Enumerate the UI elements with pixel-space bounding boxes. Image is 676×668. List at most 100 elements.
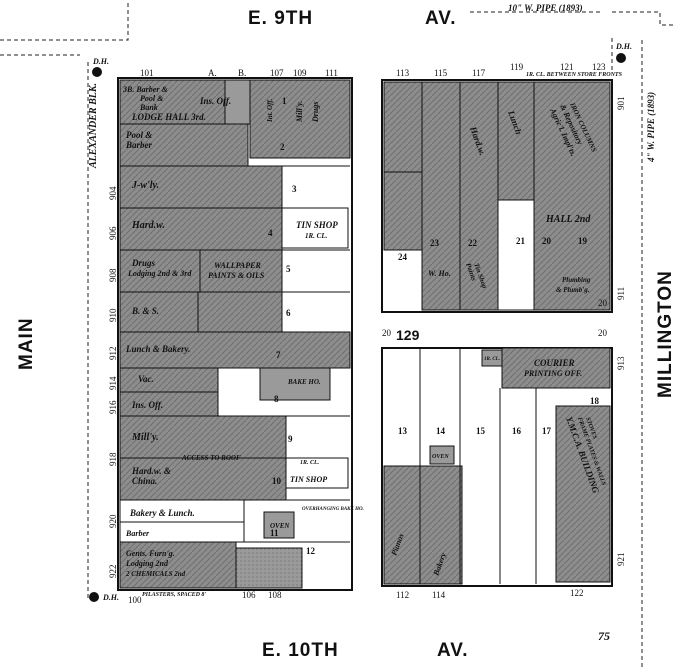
bldg-tinshop-2: 1R. CL.: [305, 232, 328, 240]
addr-107: 107: [270, 68, 284, 78]
lot-21: 21: [516, 236, 526, 246]
addr-a: A.: [208, 68, 217, 78]
addr-912: 912: [108, 347, 118, 361]
small-label-pilasters: PILASTERS, SPACED 8': [142, 592, 206, 598]
bldg-lunch: Lunch & Bakery.: [125, 344, 190, 354]
bldg-gents-3: 2 CHEMICALS 2nd: [125, 570, 186, 578]
lot-17: 17: [542, 426, 552, 436]
bldg-hardchina: Hard.w. &: [131, 466, 171, 476]
addr-901: 901: [616, 97, 626, 111]
lot-16: 16: [512, 426, 522, 436]
addr-114: 114: [432, 590, 446, 600]
lot-1: 1: [282, 96, 287, 106]
addr-115: 115: [434, 68, 448, 78]
bldg-r-oven: OVEN: [432, 454, 449, 460]
addr-921: 921: [616, 553, 626, 567]
bldg-milly: Mill'y.: [131, 432, 159, 443]
addr-117: 117: [472, 68, 486, 78]
lot-15: 15: [476, 426, 486, 436]
bldg-r-courier: COURIER: [534, 358, 575, 368]
right-block: 129 113 115 117 119 121 123 112 114 122 …: [381, 62, 626, 600]
lot-23: 23: [430, 238, 440, 248]
hydrants: D.H. D.H. D.H.: [89, 42, 632, 602]
addr-911: 911: [616, 287, 626, 300]
street-label-millington: MILLINGTON: [655, 270, 676, 398]
lot-22: 22: [468, 238, 478, 248]
lot-11: 11: [270, 528, 279, 538]
addr-119: 119: [510, 62, 524, 72]
bldg-jewelry: J-w'ly.: [131, 180, 159, 191]
addr-920: 920: [108, 514, 118, 528]
addr-100: 100: [128, 595, 142, 605]
lot-24: 24: [398, 252, 408, 262]
bldg-vac: Vac.: [138, 374, 154, 384]
left-block-side-label: ALEXANDER BLK.: [88, 83, 99, 169]
bldg-r-ircl: 1R. CL.: [484, 357, 500, 362]
bldg-ins: Ins. Off.: [199, 96, 231, 106]
addr-123: 123: [592, 62, 606, 72]
bldg-hardw: Hard.w.: [131, 220, 165, 231]
lot-13: 13: [398, 426, 408, 436]
bldg-gents-2: Lodging 2nd: [125, 559, 169, 568]
bldg-r-plumbing-2: & Plumb'g.: [556, 286, 590, 294]
bldg-bakery: Bakery & Lunch.: [129, 508, 195, 518]
bldg-r-courier-2: PRINTING OFF.: [524, 369, 582, 378]
lot-6: 6: [286, 308, 291, 318]
addr-906: 906: [108, 226, 118, 240]
lot-8: 8: [274, 394, 279, 404]
bldg-r-plumbing: Plumbing: [562, 276, 591, 284]
lot-7: 7: [276, 350, 281, 360]
hydrant-icon: [616, 53, 626, 63]
addr-922: 922: [108, 565, 118, 579]
addr-111: 111: [325, 68, 338, 78]
addr-914: 914: [108, 376, 118, 390]
lot-18: 18: [590, 396, 600, 406]
lot-20: 20: [542, 236, 552, 246]
addr-106: 106: [242, 590, 256, 600]
small-label-intoff: Int. Off.: [266, 98, 274, 123]
lot-5: 5: [286, 264, 291, 274]
corner-number: 20: [598, 298, 608, 308]
small-label-milly: Mill'y.: [295, 101, 304, 123]
lot-12: 12: [306, 546, 316, 556]
addr-910: 910: [108, 308, 118, 322]
block-number: 129: [396, 327, 420, 343]
bldg-drugs: Drugs: [131, 258, 156, 268]
addr-913: 913: [616, 356, 626, 370]
bldg-r-whs: W. Ho.: [428, 269, 451, 278]
bldg-pool: Pool &: [126, 130, 152, 140]
bldg-hardchina-2: China.: [132, 476, 157, 486]
lot-9: 9: [288, 434, 293, 444]
lot-4: 4: [268, 228, 273, 238]
addr-108: 108: [268, 590, 282, 600]
bldg-pool-2: Barber: [125, 140, 153, 150]
lot-3: 3: [292, 184, 297, 194]
addr-904: 904: [108, 186, 118, 200]
hydrant-icon: [92, 67, 102, 77]
bldg-gents: Gents. Furn'g.: [126, 549, 175, 558]
scale-mark: 75: [598, 629, 610, 643]
lot-2: 2: [280, 142, 285, 152]
street-label-10th: E. 10TH: [262, 640, 339, 661]
right-block-note: 1R. CL. BETWEEN STORE FRONTS: [526, 72, 623, 78]
street-label-10th-av: AV.: [437, 640, 469, 661]
bldg-barber-2: Pool &: [140, 94, 164, 103]
hydrant-label-ne: D.H.: [615, 42, 632, 51]
bldg-tinshop: TIN SHOP: [296, 220, 338, 230]
addr-109: 109: [293, 68, 307, 78]
corner-number: 20: [598, 328, 608, 338]
bldg-tinshop2: TIN SHOP: [290, 475, 327, 484]
bldg-r-hall: HALL 2nd: [545, 214, 591, 225]
bldg-barber-3: Bank: [139, 103, 158, 112]
bldg-barber2: Barber: [125, 529, 150, 538]
hydrant-label-nw: D.H.: [92, 57, 109, 66]
small-label-access: ACCESS TO ROOF: [181, 454, 241, 462]
pipe-label-right: 4" W. PIPE (1893): [646, 92, 656, 163]
corner-number: 20: [382, 328, 392, 338]
hydrant-icon: [89, 592, 99, 602]
hydrant-label-sw: D.H.: [102, 593, 119, 602]
street-label-main: MAIN: [16, 317, 37, 370]
addr-916: 916: [108, 400, 118, 414]
small-label-oven: OVEN: [270, 522, 290, 530]
